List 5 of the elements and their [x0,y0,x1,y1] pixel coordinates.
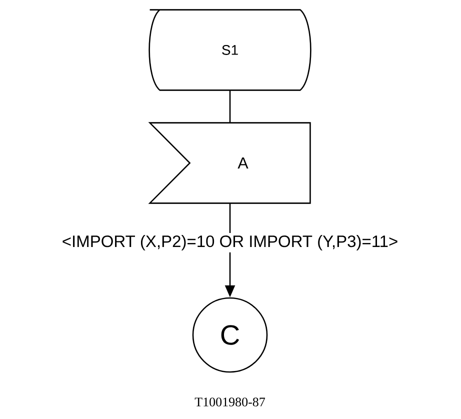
state-box: S1 [148,9,312,91]
input-signal-box: A [148,122,311,204]
condition-label: <IMPORT (X,P2)=10 OR IMPORT (Y,P3)=11> [60,233,400,252]
figure-code: T1001980-87 [194,398,266,406]
connector-line [229,90,231,123]
